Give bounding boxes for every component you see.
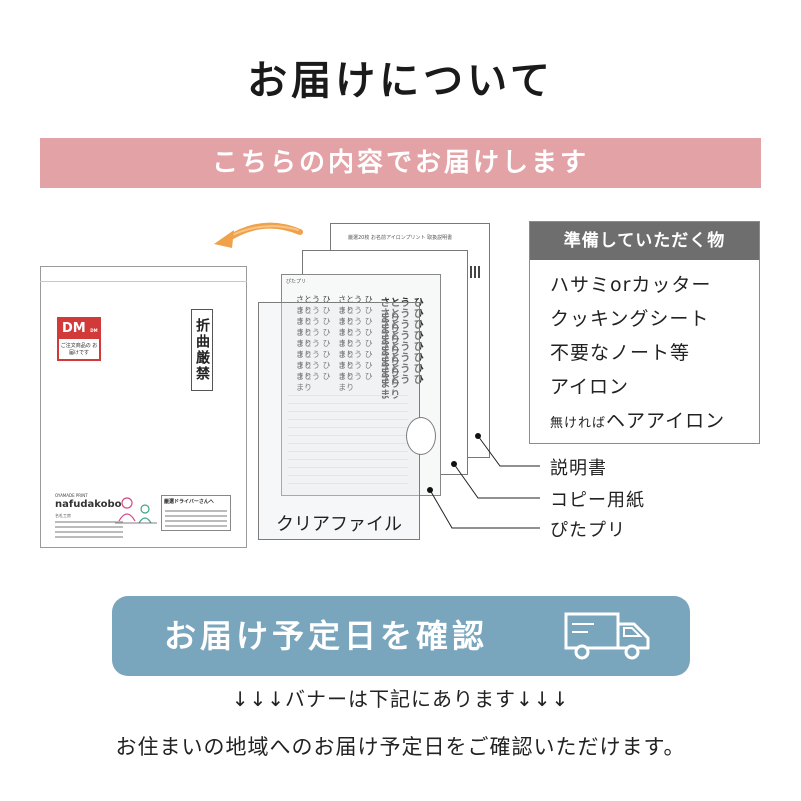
list-item: さとう ひまりさとう ひまりさとう ひまり (296, 349, 426, 379)
pitapuri-dot (427, 487, 433, 493)
cta-label: お届け予定日を確認 (164, 617, 489, 655)
legend-pitapuri: ぴたプリ (550, 520, 626, 541)
name-small: さとう ひまり (338, 317, 373, 337)
dm-text: ご注文商品の お届けです (60, 343, 98, 356)
fold-warning-label: 折曲厳禁 (191, 309, 213, 391)
clear-file-label: クリアファイル (276, 514, 402, 535)
name-big: さとう ひまり (380, 353, 424, 379)
dm-small-label: DM便 (62, 328, 98, 355)
prepare-list: ハサミorカッター クッキングシート 不要なノート等 アイロン 無ければヘアアイ… (530, 260, 759, 438)
banner-location-note: ↓↓↓バナーは下記にあります↓↓↓ (231, 687, 570, 711)
name-small: さとう ひまり (296, 328, 331, 348)
orange-arrow-icon (214, 222, 303, 248)
list-item: 不要なノート等 (550, 342, 691, 364)
copy-paper-dot (451, 461, 457, 467)
name-small: さとう ひまり (296, 372, 331, 392)
name-big: さとう ひまり (380, 309, 424, 335)
name-small: さとう ひまり (296, 295, 331, 315)
list-item: さとう ひまりさとう ひまりさとう ひまり (296, 338, 426, 368)
clear-file-notch (406, 417, 436, 455)
address-lines (55, 521, 123, 541)
list-item: さとう ひまりさとう ひまりさとう ひまり (296, 327, 426, 357)
name-big: さとう ひまり (380, 364, 424, 390)
envelope-flap (40, 266, 247, 282)
list-item: ハサミorカッター (550, 274, 712, 296)
list-item: さとう ひまりさとう ひまりさとう ひまり (296, 305, 426, 335)
name-small: さとう ひまり (296, 361, 331, 381)
list-item: さとう ひまりさとう ひまりさとう ひまり (296, 316, 426, 346)
name-label-grid: さとう ひまりさとう ひまりさとう ひまり さとう ひまりさとう ひまりさとう … (296, 294, 426, 401)
name-big: さとう ひまり (380, 342, 424, 368)
name-small: さとう ひまり (338, 328, 373, 348)
prepare-title: 準備していただく物 (530, 222, 759, 260)
check-delivery-date-banner[interactable]: お届け予定日を確認 (112, 596, 690, 676)
name-small: さとう ひまり (338, 372, 373, 392)
name-big: さとう ひまり (380, 298, 424, 324)
list-item: さとう ひまりさとう ひまりさとう ひまり (296, 294, 426, 324)
dm-label: DM (62, 321, 86, 336)
name-small: さとう ひまり (296, 306, 331, 326)
person-illustration-icon (115, 497, 157, 524)
dm-label-box: DM DM便 ご注文商品の お届けです (57, 317, 101, 361)
prepare-last-main: ヘアアイロン (606, 410, 726, 432)
name-small: さとう ひまり (338, 350, 373, 370)
truck-icon (564, 612, 650, 660)
list-item: アイロン (550, 376, 630, 398)
list-item: さとう ひまりさとう ひまりさとう ひまり (296, 360, 426, 390)
name-small: さとう ひまり (296, 350, 331, 370)
brand-sub: 名札工房 (55, 513, 71, 518)
name-small: さとう ひまり (338, 295, 373, 315)
name-small: さとう ひまり (338, 339, 373, 359)
clear-file (258, 302, 420, 540)
brand-name: nafudakobo (55, 499, 122, 510)
sheet-header: ぴたプリ (286, 279, 307, 285)
driver-notice-box: 厳選ドライバーさんへ (161, 495, 231, 531)
list-item: クッキングシート (550, 308, 710, 330)
name-small: さとう ひまり (296, 317, 331, 337)
faint-label-rows (288, 395, 408, 491)
bottom-note: お住まいの地域へのお届け予定日をご確認いただけます。 (115, 735, 686, 759)
name-small: さとう ひまり (338, 306, 373, 326)
manual-header: 厳選20枚 お名前アイロンプリント 取扱説明書 (348, 235, 453, 241)
notice-title: 厳選ドライバーさんへ (164, 499, 214, 505)
dm-mark: DM DM便 (59, 319, 99, 355)
page-title: お届けについて (247, 58, 554, 104)
envelope-illustration: DM DM便 ご注文商品の お届けです 折曲厳禁 OYAMADE PRINT n… (40, 266, 247, 548)
brand-small-text: OYAMADE PRINT (55, 493, 88, 498)
legend-manual: 説明書 (550, 458, 607, 479)
legend-copy-paper: コピー用紙 (550, 490, 645, 511)
name-big: さとう ひまり (380, 331, 424, 357)
prepare-last-small: 無ければ (550, 416, 607, 431)
name-small: さとう ひまり (296, 339, 331, 359)
qr-code-icon (470, 266, 482, 278)
list-item: 無ければヘアアイロン (550, 404, 759, 438)
manual-dot (475, 433, 481, 439)
name-small: さとう ひまり (338, 361, 373, 381)
prepare-items-box: 準備していただく物 ハサミorカッター クッキングシート 不要なノート等 アイロ… (529, 221, 760, 444)
delivery-banner: こちらの内容でお届けします (40, 138, 761, 188)
name-big: さとう ひまり (380, 320, 424, 346)
